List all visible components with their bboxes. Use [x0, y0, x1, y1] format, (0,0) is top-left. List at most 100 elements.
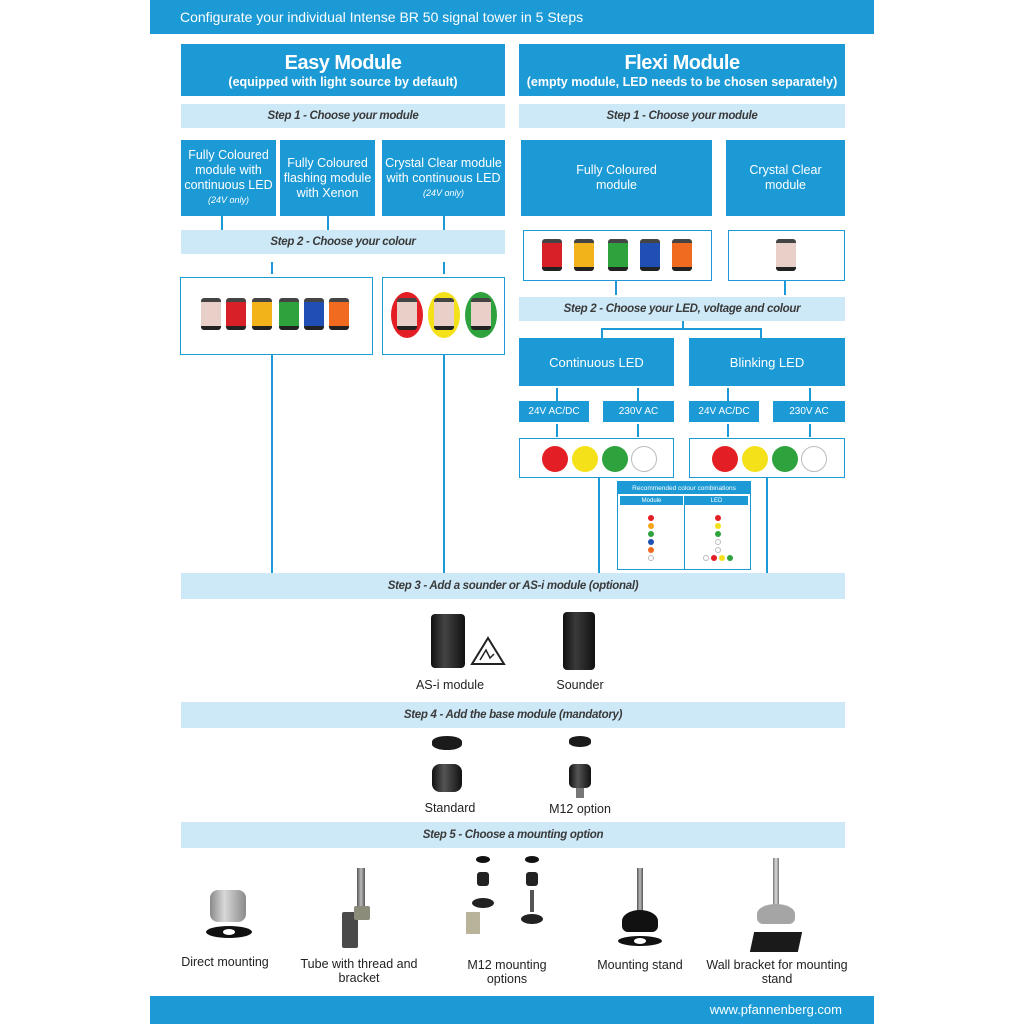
sounder-caption: Sounder [556, 678, 604, 692]
connector [221, 216, 223, 230]
easy-mod-crystal-clear[interactable]: Crystal Clear module with continuous LED… [382, 140, 505, 216]
base-m12-caption: M12 option [549, 802, 611, 816]
module-yellow[interactable] [574, 239, 594, 271]
combo-title: Recommended colour combinations [618, 482, 750, 494]
connector [443, 355, 445, 573]
continuous-led-box[interactable]: Continuous LED [519, 338, 674, 386]
connector [271, 355, 273, 573]
led-white[interactable] [801, 446, 827, 472]
combo-led-white [715, 547, 721, 553]
base-standard-image[interactable] [432, 764, 462, 792]
flexi-mod1-line1: Fully Coloured [576, 163, 657, 177]
asi-module-image[interactable] [431, 614, 465, 668]
easy-module-header: Easy Module (equipped with light source … [181, 44, 505, 96]
led-green[interactable] [772, 446, 798, 472]
easy-mod2-line1: Fully Coloured [287, 155, 368, 170]
base-m12-image[interactable] [569, 764, 591, 788]
led-yellow[interactable] [742, 446, 768, 472]
combo-led-white [703, 555, 709, 561]
sounder-image[interactable] [563, 612, 595, 670]
module-green[interactable] [608, 239, 628, 271]
mounting-stand-tube [637, 868, 643, 916]
led-yellow[interactable] [572, 446, 598, 472]
flexi-module-subtitle: (empty module, LED needs to be chosen se… [526, 74, 838, 89]
flexi-mod-crystal-clear[interactable]: Crystal Clear module [726, 140, 845, 216]
combo-module-green [648, 531, 654, 537]
wall-bracket-image[interactable] [749, 932, 803, 952]
flexi-module-title: Flexi Module [624, 51, 740, 74]
module-orange[interactable] [329, 298, 349, 330]
direct-mounting-image[interactable] [210, 890, 246, 922]
continuous-24v[interactable]: 24V AC/DC [519, 401, 589, 422]
connector [598, 478, 600, 573]
led-green[interactable] [602, 446, 628, 472]
continuous-led-label: Continuous LED [549, 354, 644, 370]
mounting-stand-image[interactable] [622, 910, 658, 932]
footer-url-link[interactable]: www.pfannenberg.com [709, 1002, 842, 1017]
wall-bracket-caption-2: stand [761, 972, 793, 986]
combo-module-clear [648, 555, 654, 561]
m12-option-b-image[interactable] [526, 872, 538, 886]
blinking-led-colours [689, 438, 845, 478]
combo-module-yellow [648, 523, 654, 529]
tube-image[interactable] [357, 868, 365, 920]
asi-module-caption: AS-i module [415, 678, 485, 692]
combo-led-yellow [715, 523, 721, 529]
base-m12-top [569, 736, 591, 747]
combo-module-orange [648, 547, 654, 553]
connector [327, 216, 329, 230]
connector [727, 388, 729, 401]
blinking-led-box[interactable]: Blinking LED [689, 338, 845, 386]
module-blue[interactable] [640, 239, 660, 271]
flexi-step2: Step 2 - Choose your LED, voltage and co… [519, 297, 845, 321]
combo-divider [684, 496, 685, 569]
module-green[interactable] [279, 298, 299, 330]
easy-mod1-note: (24V only) [207, 195, 250, 205]
connector [637, 424, 639, 437]
combo-led-green [715, 531, 721, 537]
flexi-step1: Step 1 - Choose your module [519, 104, 845, 128]
module-yellow[interactable] [252, 298, 272, 330]
combo-led-red [711, 555, 717, 561]
combo-module-red [648, 515, 654, 521]
easy-mod3-line1: Crystal Clear module [385, 155, 502, 170]
blinking-24v[interactable]: 24V AC/DC [689, 401, 759, 422]
easy-module-title: Easy Module [284, 51, 402, 74]
led-red[interactable] [542, 446, 568, 472]
direct-mounting-caption: Direct mounting [181, 955, 269, 969]
flexi-mod-fully-coloured[interactable]: Fully Coloured module [521, 140, 712, 216]
easy-step1: Step 1 - Choose your module [181, 104, 505, 128]
easy-crystal-colour-options [382, 277, 505, 355]
footer-bar: www.pfannenberg.com [150, 996, 874, 1024]
led-red[interactable] [712, 446, 738, 472]
connector [615, 281, 617, 295]
flexi-mod1-line2: module [596, 178, 637, 192]
combo-col-led: LED [685, 496, 748, 505]
led-white[interactable] [631, 446, 657, 472]
module-orange[interactable] [672, 239, 692, 271]
module-clear[interactable] [776, 239, 796, 271]
connector [601, 328, 762, 330]
module-blue[interactable] [304, 298, 324, 330]
mounting-stand-gasket-hole [634, 938, 646, 944]
module-clear[interactable] [201, 298, 221, 330]
module-red[interactable] [226, 298, 246, 330]
combo-led-white [715, 539, 721, 545]
connector [556, 388, 558, 401]
connector [809, 424, 811, 437]
easy-mod-fully-coloured-led[interactable]: Fully Coloured module with continuous LE… [181, 140, 276, 216]
easy-mod-flashing-xenon[interactable]: Fully Coloured flashing module with Xeno… [280, 140, 375, 216]
easy-module-subtitle: (equipped with light source by default) [228, 74, 458, 89]
m12-caption-1: M12 mounting [467, 958, 547, 972]
connector [682, 321, 684, 329]
tube-caption-1: Tube with thread and [300, 957, 418, 971]
wall-bracket-stand[interactable] [757, 904, 795, 924]
m12-option-b-stem [530, 890, 534, 912]
step3-bar: Step 3 - Add a sounder or AS-i module (o… [181, 573, 845, 599]
continuous-230v[interactable]: 230V AC [603, 401, 674, 422]
module-clear [471, 298, 491, 330]
m12-option-a-image[interactable] [477, 872, 489, 886]
blinking-230v[interactable]: 230V AC [773, 401, 845, 422]
connector [443, 216, 445, 230]
module-red[interactable] [542, 239, 562, 271]
